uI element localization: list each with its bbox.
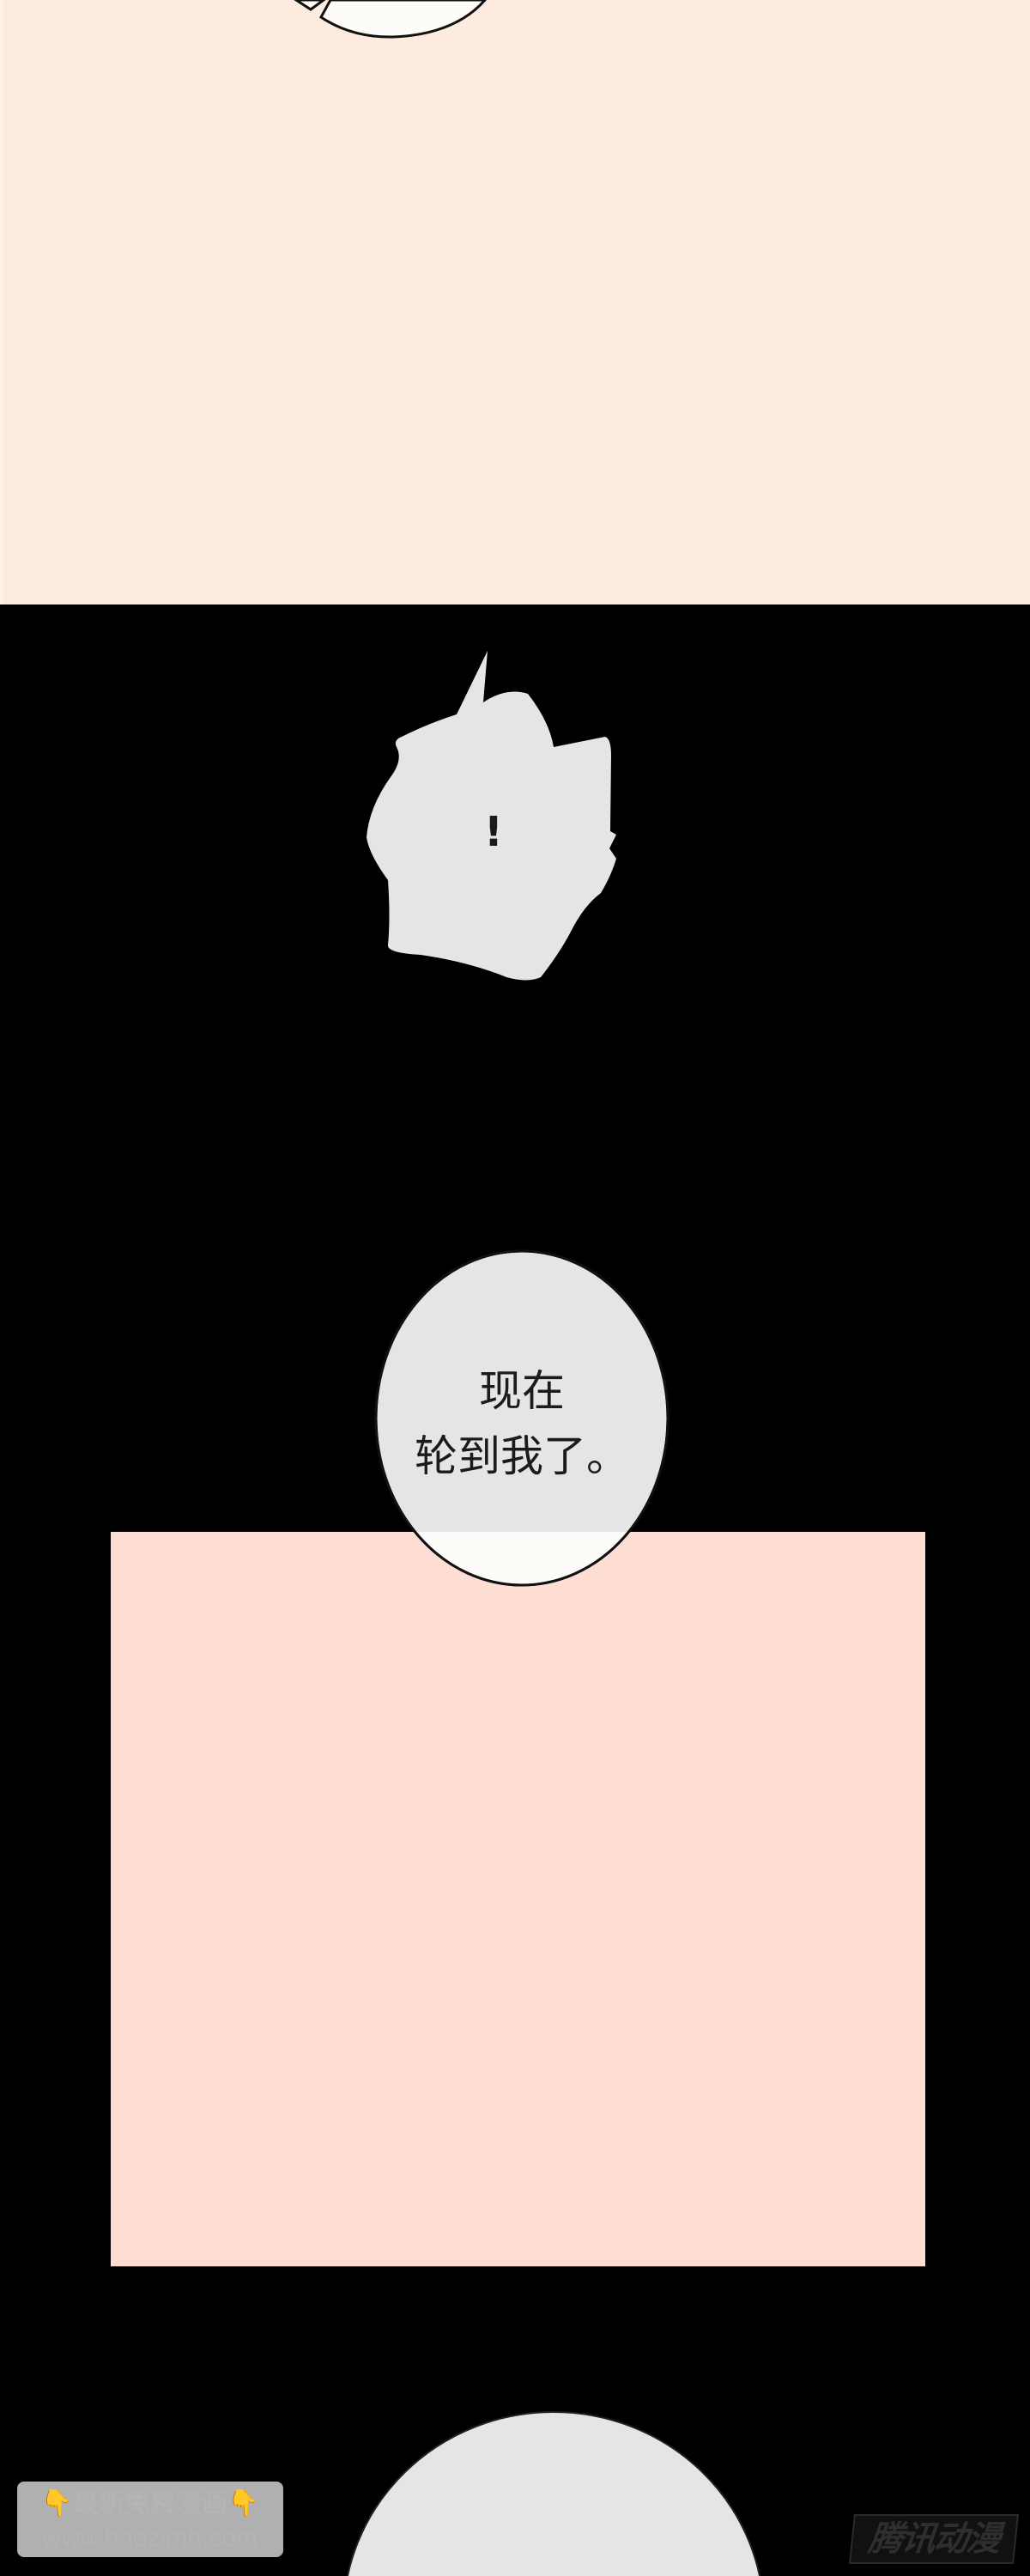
oval-speech-bubble bbox=[374, 1249, 670, 1587]
watermark-title-text: 最新免费漫画 bbox=[73, 2488, 227, 2518]
pointing-down-hand-icon: 👇 bbox=[40, 2488, 73, 2518]
pink-panel bbox=[111, 1532, 925, 2267]
top-speech-bubble bbox=[294, 0, 487, 39]
spiky-speech-bubble bbox=[367, 651, 616, 981]
oval-bubble-text: 现在 轮到我了。 bbox=[374, 1358, 670, 1489]
watermark-title: 👇最新免费漫画👇 bbox=[17, 2485, 283, 2523]
watermark-badge[interactable]: 👇最新免费漫画👇 www.baozimh.com bbox=[17, 2482, 283, 2557]
pointing-down-hand-icon: 👇 bbox=[227, 2488, 260, 2518]
watermark-url[interactable]: www.baozimh.com bbox=[42, 2524, 258, 2552]
dialogue-line-2: 轮到我了。 bbox=[415, 1431, 629, 1481]
exclamation-text: ! bbox=[484, 808, 503, 856]
tencent-comics-logo: 腾讯动漫 bbox=[848, 2514, 1020, 2564]
bottom-speech-bubble bbox=[347, 2411, 760, 2576]
panel-edge bbox=[0, 0, 3, 605]
top-panel bbox=[0, 0, 1030, 605]
dialogue-line-1: 现在 bbox=[479, 1366, 565, 1416]
